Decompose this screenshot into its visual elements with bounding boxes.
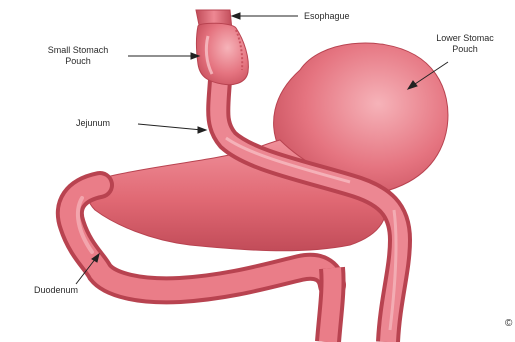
small-stomach-pouch — [197, 23, 249, 84]
copyright-mark: © — [505, 318, 512, 329]
label-lower-stomach-pouch-line1: Lower Stomac — [420, 33, 510, 44]
label-duodenum: Duodenum — [34, 285, 78, 296]
label-lower-stomach-pouch-line2: Pouch — [420, 44, 510, 55]
label-small-stomach-pouch-line2: Pouch — [32, 56, 124, 67]
label-esophagus: Esophague — [304, 11, 350, 22]
label-small-stomach-pouch-line1: Small Stomach — [32, 45, 124, 56]
label-jejunum: Jejunum — [76, 118, 110, 129]
